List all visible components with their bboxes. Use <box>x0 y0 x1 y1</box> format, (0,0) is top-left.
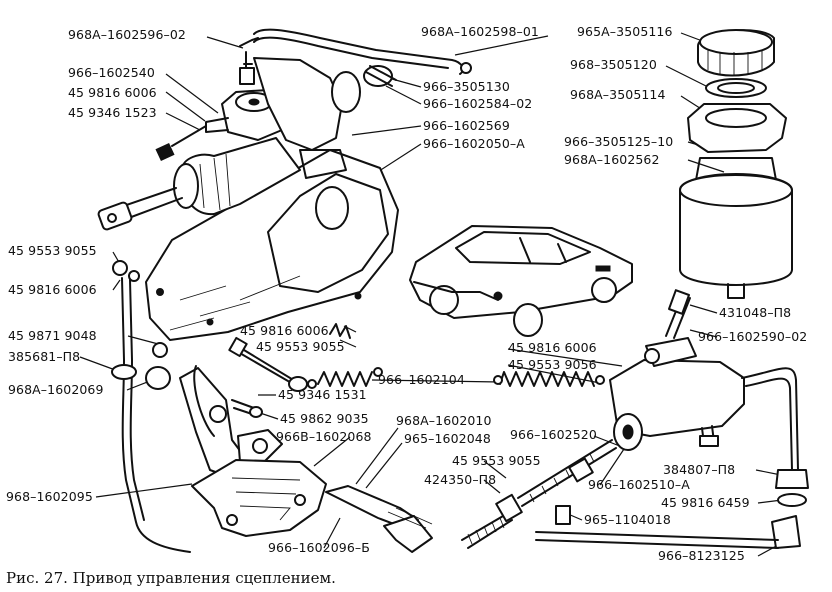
pedal-linkage <box>145 336 433 553</box>
part-label: 965–1104018 <box>584 512 671 527</box>
clutch-master-cylinder <box>97 37 361 231</box>
fluid-reservoir <box>679 29 793 299</box>
part-label: 968А–3505114 <box>570 87 666 102</box>
part-label: 965А–3505116 <box>577 24 673 39</box>
part-label: 968А–1602069 <box>8 382 104 397</box>
part-label: 385681–П8 <box>8 349 81 364</box>
part-label: 966–1602520 <box>510 427 597 442</box>
hydraulic-line-left <box>111 260 191 553</box>
figure-caption: Рис. 27. Привод управления сцеплением. <box>6 569 336 587</box>
part-label: 968А–1602596–02 <box>68 27 186 42</box>
part-label: 966–1602510–А <box>588 477 690 492</box>
part-label: 45 9871 9048 <box>8 328 97 343</box>
part-label: 966В–1602068 <box>276 429 372 444</box>
part-label: 968А–1602010 <box>396 413 492 428</box>
part-label: 431048–П8 <box>719 305 792 320</box>
part-label: 968А–1602562 <box>564 152 660 167</box>
part-label: 45 9553 9055 <box>8 243 97 258</box>
pedal-bracket <box>145 149 399 341</box>
part-label: 45 9816 6006 <box>8 282 97 297</box>
part-label: 966–1602590–02 <box>698 329 808 344</box>
reservoir-hose <box>253 28 472 87</box>
part-label: 45 9553 9055 <box>256 339 345 354</box>
part-label: 966–1602540 <box>68 65 155 80</box>
part-label: 968А–1602598–01 <box>421 24 539 39</box>
part-label: 966–1602104 <box>378 372 465 387</box>
car-illustration <box>409 225 633 337</box>
part-label: 966–3505125–10 <box>564 134 674 149</box>
part-label: 966–3505130 <box>423 79 510 94</box>
part-label: 45 9862 9035 <box>280 411 369 426</box>
part-label: 45 9816 6459 <box>661 495 750 510</box>
part-label: 45 9816 6006 <box>240 323 329 338</box>
part-label: 45 9816 6006 <box>68 85 157 100</box>
push-rod <box>461 439 779 549</box>
part-label: 966–1602584–02 <box>423 96 533 111</box>
part-label: 384807–П8 <box>663 462 736 477</box>
part-label: 966–8123125 <box>658 548 745 563</box>
clutch-slave-cylinder <box>609 289 809 549</box>
part-label: 45 9346 1523 <box>68 105 157 120</box>
part-label: 966–1602050–А <box>423 136 525 151</box>
part-label: 968–1602095 <box>6 489 93 504</box>
part-label: 424350–П8 <box>424 472 497 487</box>
part-label: 45 9346 1531 <box>278 387 367 402</box>
part-label: 968–3505120 <box>570 57 657 72</box>
part-label: 45 9553 9055 <box>452 453 541 468</box>
part-label: 45 9816 6006 <box>508 340 597 355</box>
part-label: 45 9553 9056 <box>508 357 597 372</box>
part-label: 966–1602569 <box>423 118 510 133</box>
clutch-drive-exploded-diagram <box>79 28 809 557</box>
part-label: 965–1602048 <box>404 431 491 446</box>
part-label: 966–1602096–Б <box>268 540 370 555</box>
return-springs <box>307 323 605 389</box>
